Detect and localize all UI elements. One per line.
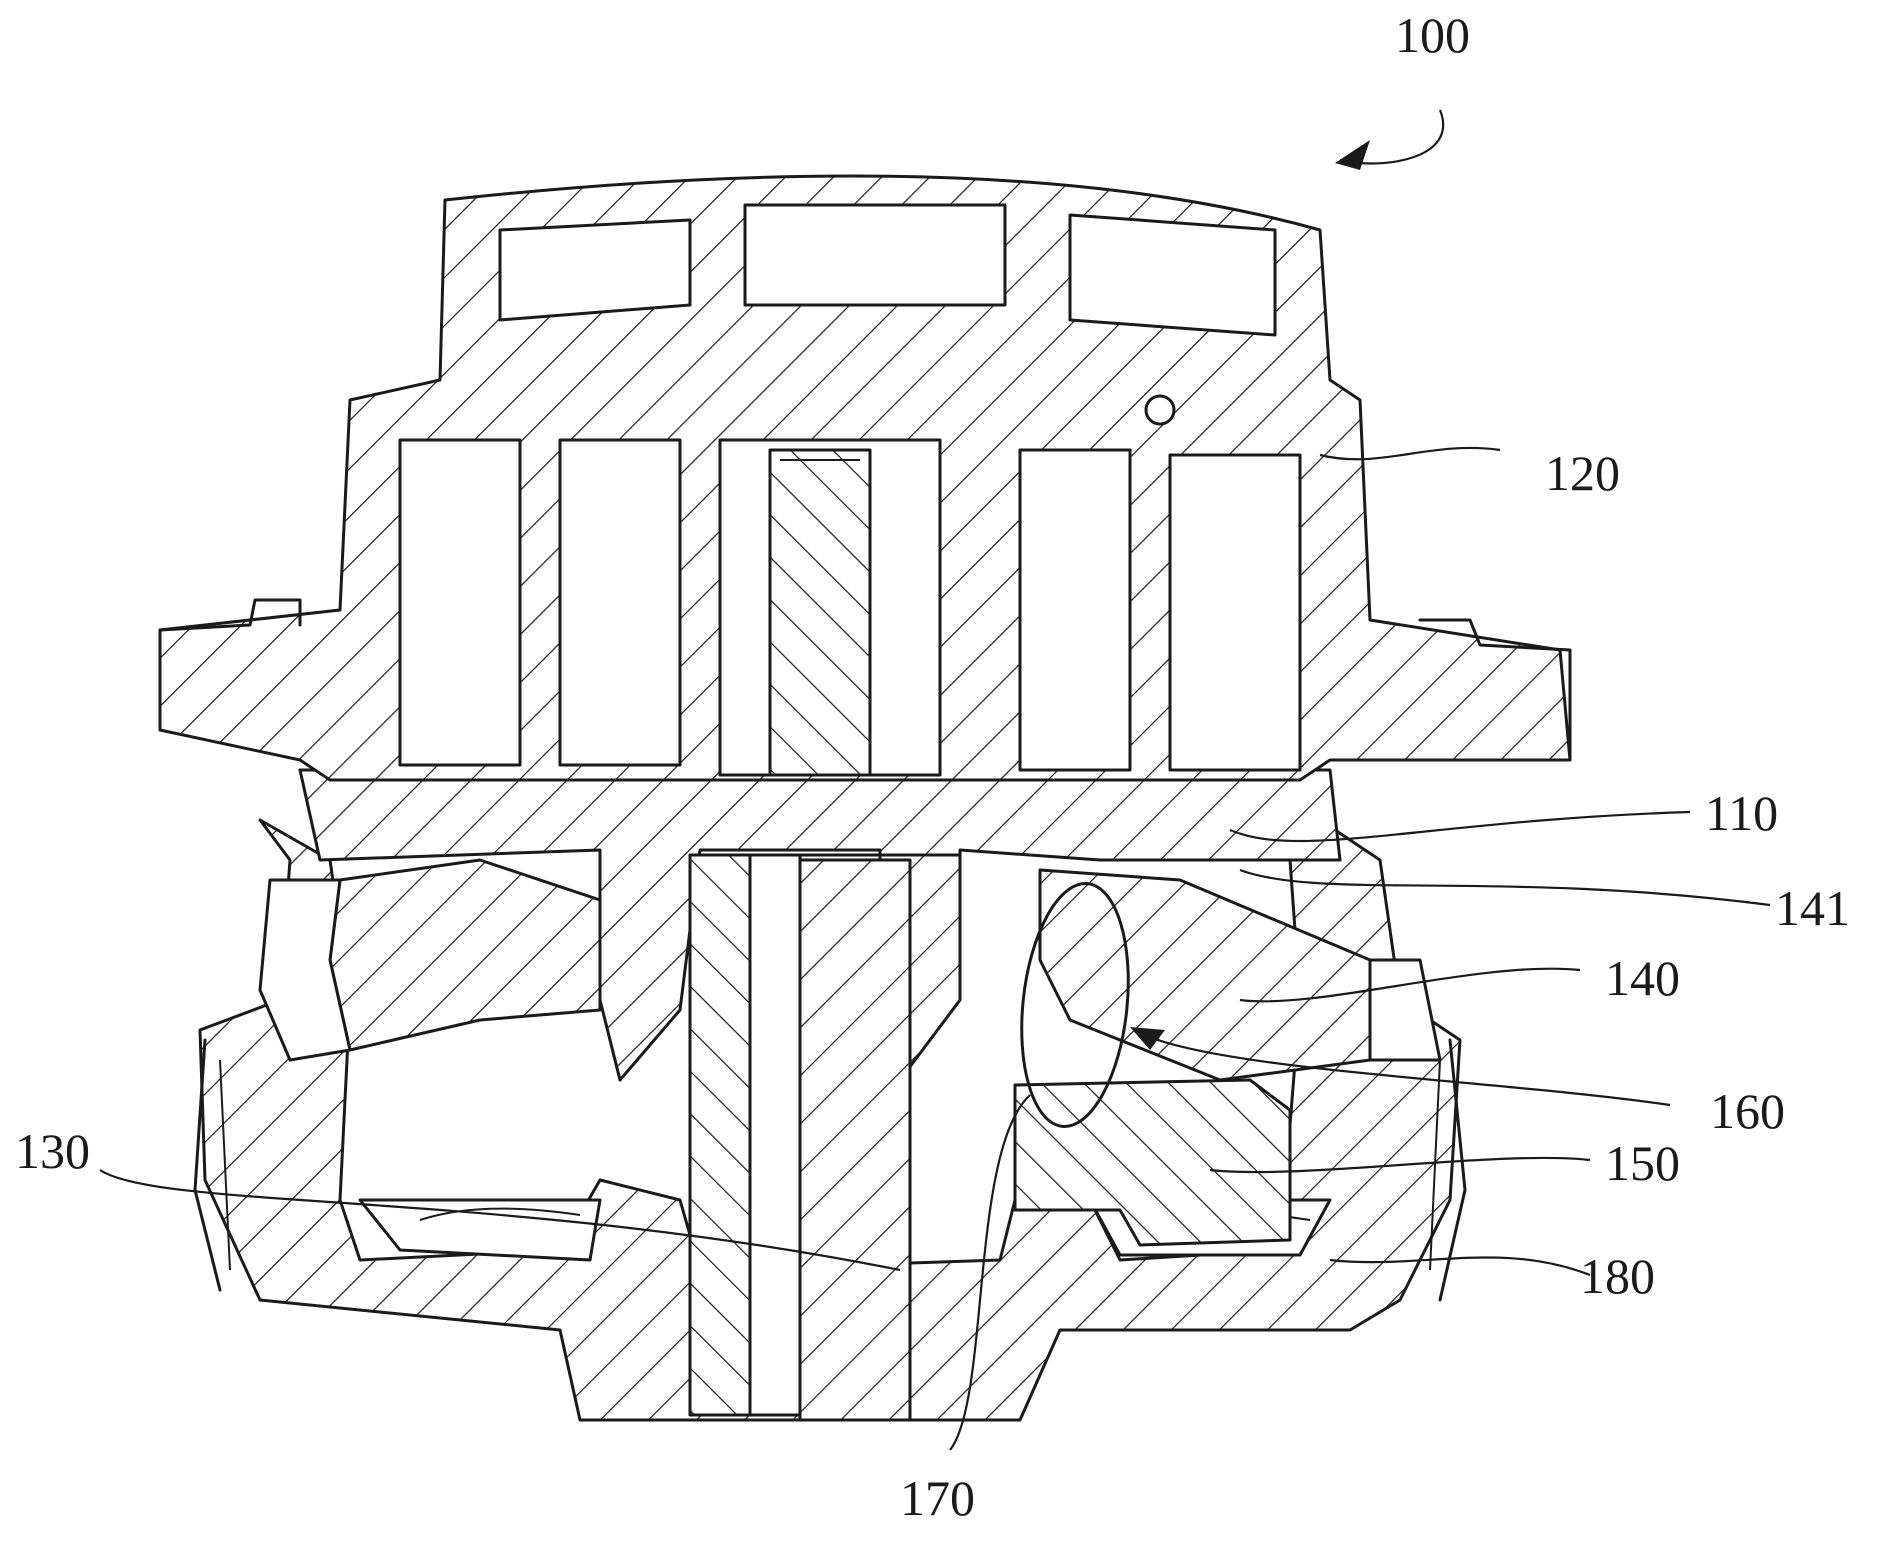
leader-lines [99,109,1771,1451]
shaft-sleeve [688,853,962,1422]
arrowhead-icon [1335,140,1370,170]
rotor-body-120 [158,174,1572,782]
label-140: 140 [1605,950,1680,1006]
label-100: 100 [1395,7,1470,63]
label-141: 141 [1775,880,1850,936]
label-150: 150 [1605,1135,1680,1191]
bearing-housing-140 [258,858,1442,1082]
label-180: 180 [1580,1248,1655,1304]
label-130: 130 [15,1123,90,1179]
label-110: 110 [1705,785,1778,841]
bearing-150 [1013,1078,1292,1247]
label-120: 120 [1545,445,1620,501]
arrowhead-icon [1130,1027,1165,1050]
label-170: 170 [900,1470,975,1526]
callouts: 100 120 110 141 140 160 150 180 130 170 [15,7,1850,1526]
label-160: 160 [1710,1083,1785,1139]
gap-region-160 [1020,882,1130,1128]
